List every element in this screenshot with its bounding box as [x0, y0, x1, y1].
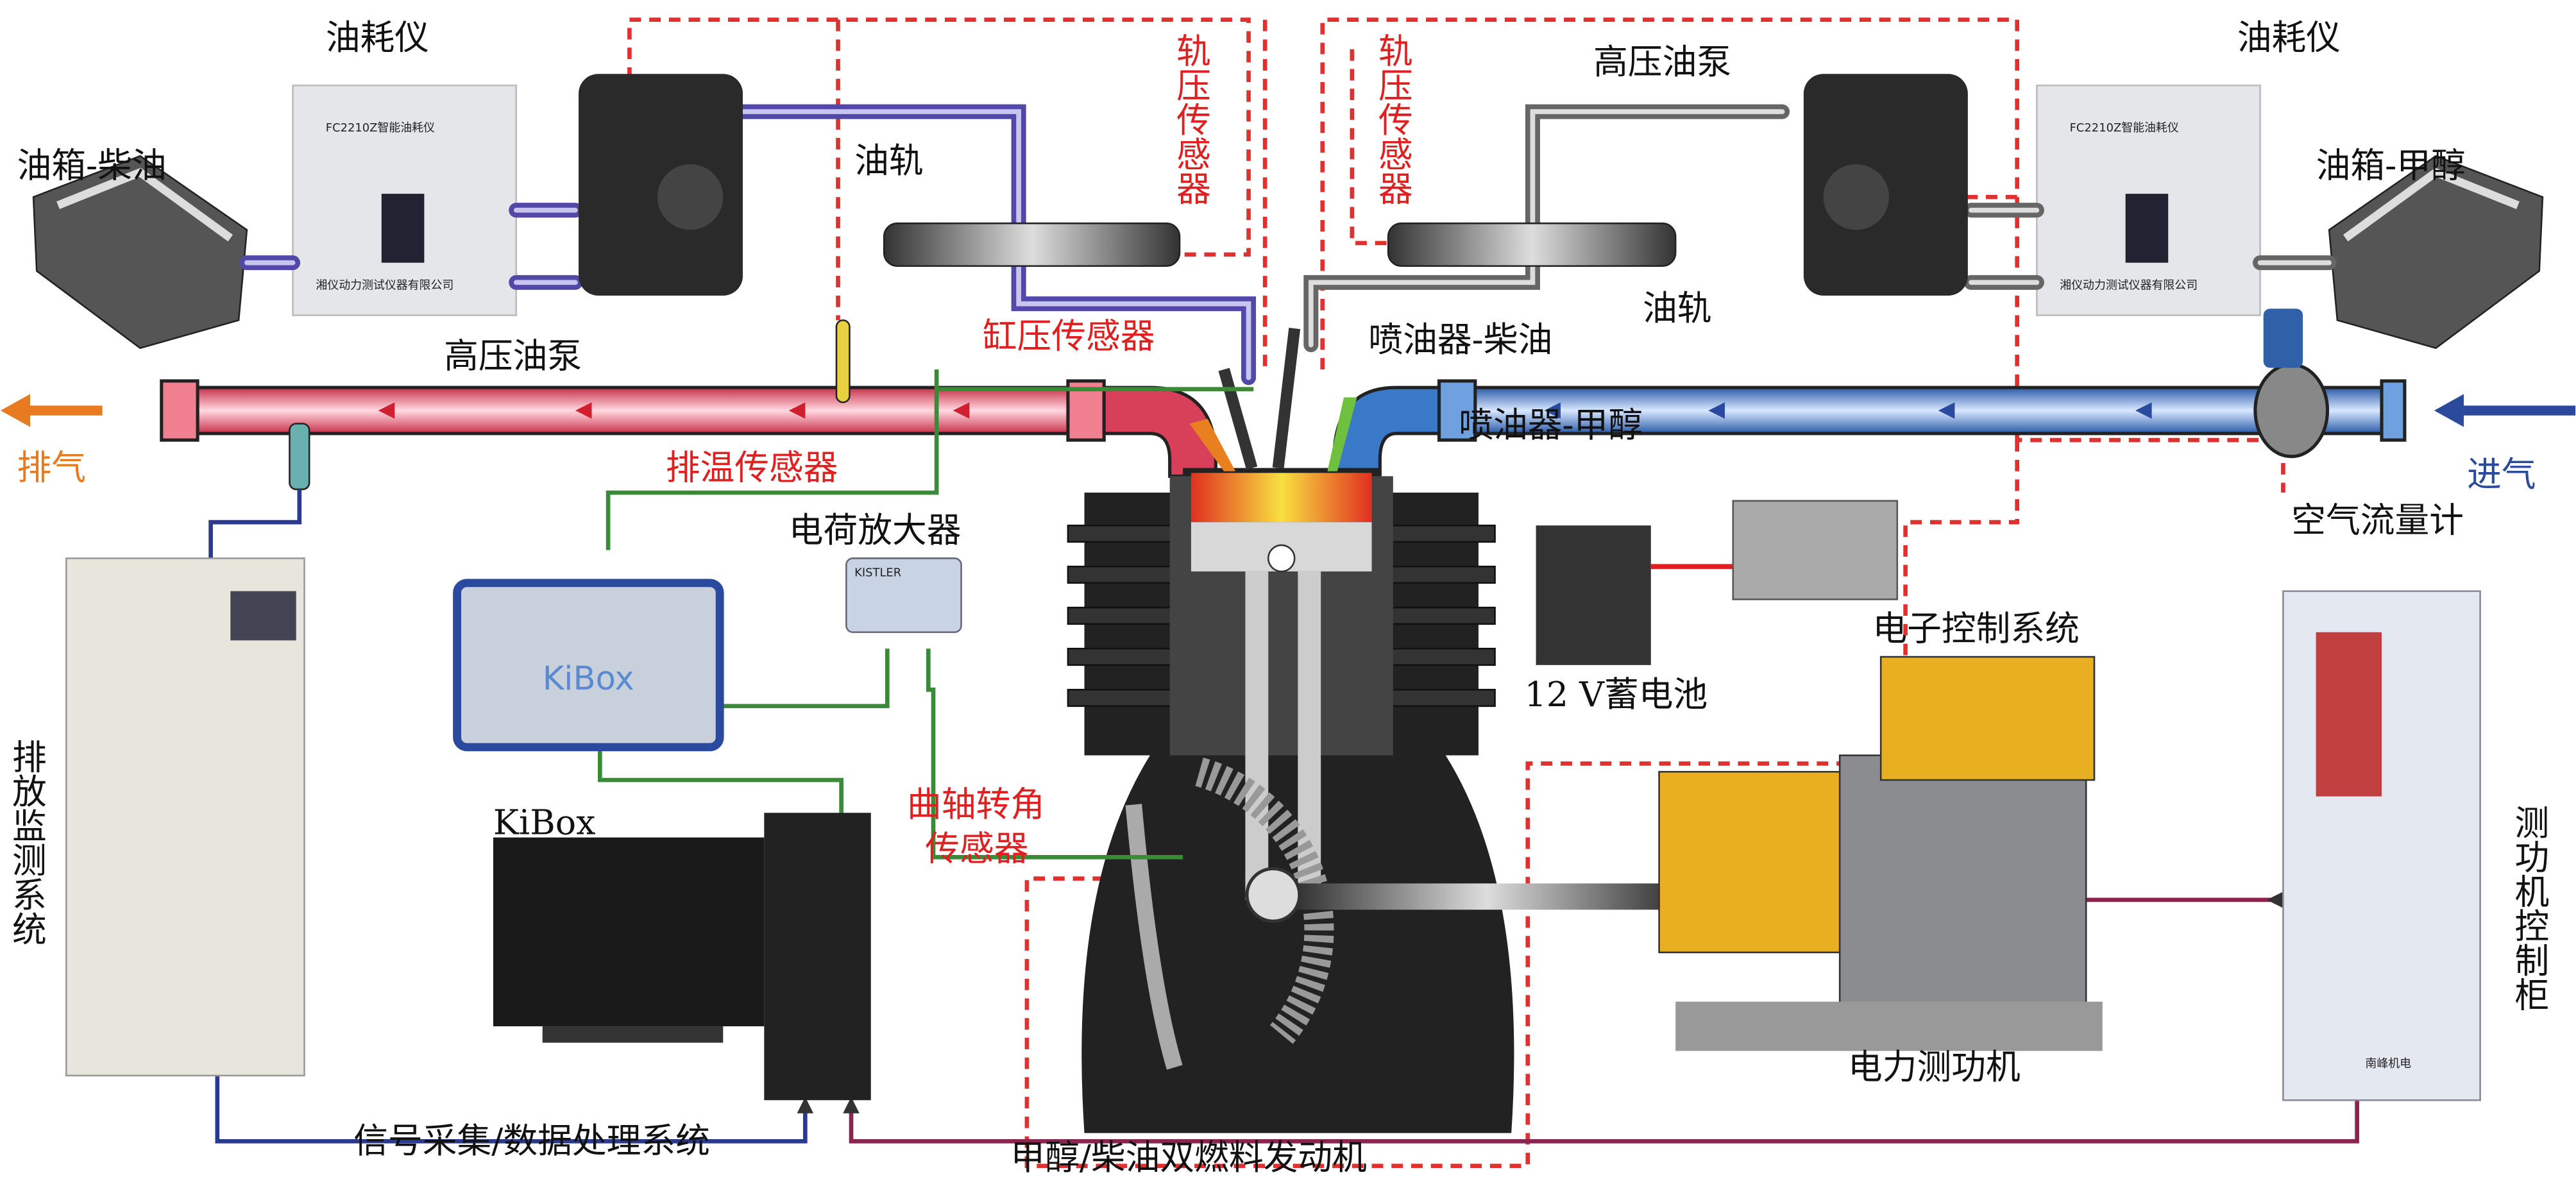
rail-left-device: [883, 222, 1181, 267]
charge-amplifier-device: KISTLER: [845, 557, 962, 633]
hp-pump-left-device: [579, 74, 743, 296]
exhaust-sampling-probe: [289, 423, 310, 491]
cyl-pressure-signal: [606, 369, 1254, 550]
label-rail-left: 油轨: [854, 140, 924, 181]
exhaust-temp-sensor-device: [835, 319, 851, 403]
hp-pump-right-device: [1803, 74, 1968, 296]
label-intake: 进气: [2467, 454, 2536, 495]
fuel-meter-left-device: FC2210Z智能油耗仪 湘仪动力测试仪器有限公司: [292, 84, 518, 316]
label-dynamometer: 电力测功机: [1848, 1047, 2021, 1087]
svg-text:FC2210Z智能油耗仪: FC2210Z智能油耗仪: [2070, 121, 2179, 135]
label-exhaust: 排气: [17, 448, 86, 488]
label-daq-system: 信号采集/数据处理系统: [353, 1121, 710, 1161]
label-ecu: 电子控制系统: [1872, 608, 2080, 648]
label-emission-system: 排放监测系统: [6, 739, 47, 946]
label-battery: 12 V蓄电池: [1525, 674, 1708, 715]
computer-device: [493, 813, 871, 1101]
svg-text:南峰机电: 南峰机电: [2365, 1057, 2411, 1071]
label-rail-sensor-left: 轨压传感器: [1171, 33, 1211, 205]
rail-right-device: [1387, 222, 1677, 267]
label-tank-methanol: 油箱-甲醇: [2316, 145, 2466, 185]
label-dyno-cabinet: 测功机控制柜: [2509, 804, 2550, 1012]
ecu-device: [1732, 500, 1899, 600]
label-rail-right: 油轨: [1643, 288, 1712, 328]
label-hp-pump-right: 高压油泵: [1593, 42, 1731, 82]
svg-text:KISTLER: KISTLER: [854, 566, 901, 580]
amp-to-kibox: [723, 648, 890, 709]
label-hp-pump-left: 高压油泵: [444, 335, 582, 376]
intake-pipe: [1332, 309, 2407, 478]
intake-arrowhead: [2434, 394, 2464, 427]
diesel-tank-device: [32, 155, 248, 350]
dyno-cabinet-device: 南峰机电: [2282, 590, 2481, 1101]
exhaust-arrowhead: [0, 394, 30, 427]
label-injector-methanol: 喷油器-甲醇: [1459, 405, 1643, 445]
label-tank-diesel: 油箱-柴油: [17, 145, 166, 185]
svg-text:KiBox: KiBox: [543, 659, 634, 698]
svg-text:湘仪动力测试仪器有限公司: 湘仪动力测试仪器有限公司: [2060, 279, 2198, 292]
label-fuel-meter-right: 油耗仪: [2237, 17, 2341, 58]
battery-device: [1536, 500, 1899, 665]
label-cyl-sensor: 缸压传感器: [983, 316, 1155, 357]
diesel-fuel-lines: [239, 104, 1257, 385]
kibox-device: KiBox: [453, 579, 724, 752]
label-kibox: KiBox: [493, 802, 596, 843]
engine-device: [1067, 327, 1676, 1133]
methanol-tank-device: [2328, 155, 2544, 350]
label-engine: 甲醇/柴油双燃料发动机: [1010, 1137, 1367, 1178]
methanol-fuel-lines: [1303, 104, 2337, 353]
emission-to-pc: [215, 1075, 808, 1144]
label-exhaust-temp-sensor: 排温传感器: [666, 448, 838, 488]
labels: 油箱-柴油 油箱-甲醇 油耗仪 油耗仪 高压油泵 高压油泵 油轨 油轨 轨压传感…: [6, 17, 2550, 1178]
label-airflow-meter: 空气流量计: [2291, 500, 2464, 540]
label-charge-amp: 电荷放大器: [789, 510, 962, 550]
emission-analyzer-device: [65, 557, 305, 1077]
label-crank-sensor-2: 传感器: [925, 828, 1028, 868]
dynamometer-device: [1658, 656, 2103, 1051]
crank-signal: [926, 648, 1183, 859]
svg-text:FC2210Z智能油耗仪: FC2210Z智能油耗仪: [326, 121, 435, 135]
label-crank-sensor-1: 曲轴转角: [907, 784, 1045, 824]
svg-text:湘仪动力测试仪器有限公司: 湘仪动力测试仪器有限公司: [316, 279, 453, 292]
label-fuel-meter-left: 油耗仪: [326, 17, 429, 58]
fuel-meter-right-device: FC2210Z智能油耗仪 湘仪动力测试仪器有限公司: [2036, 84, 2261, 316]
label-rail-sensor-right: 轨压传感器: [1373, 33, 1413, 205]
cabinet-to-pc: [849, 1075, 2359, 1144]
label-injector-diesel: 喷油器-柴油: [1368, 319, 1552, 360]
airflow-meter-device: [2253, 362, 2330, 459]
